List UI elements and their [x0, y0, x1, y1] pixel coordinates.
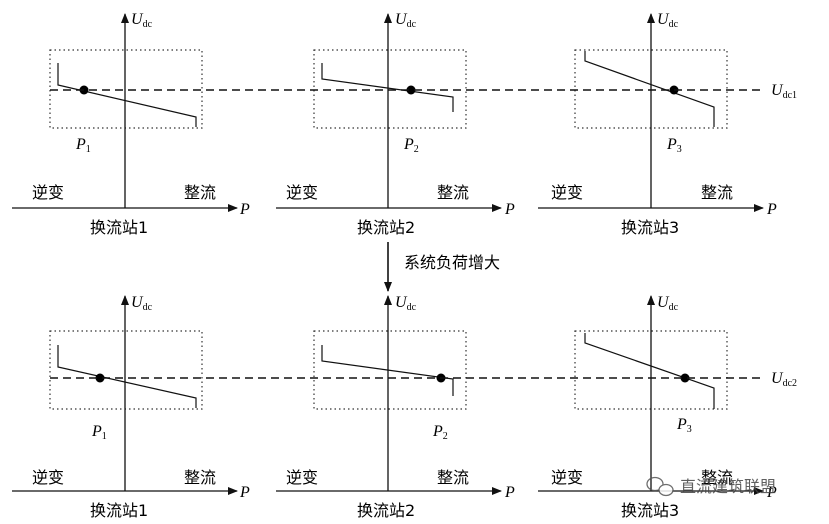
inverter-region-label: 逆变	[286, 468, 318, 487]
droop-characteristic-line	[321, 63, 454, 112]
bottom-station-3-panel: Udc P3 逆变 整流 P 换流站3	[538, 294, 777, 520]
droop-characteristic-line	[584, 333, 715, 409]
station-name: 换流站1	[90, 218, 148, 237]
x-axis-label: P	[766, 201, 777, 218]
y-axis-label: Udc	[131, 11, 153, 30]
x-axis-label: P	[239, 201, 250, 218]
operating-point	[95, 373, 105, 383]
x-axis-label: P	[504, 201, 515, 218]
operating-point-label: P2	[432, 423, 448, 442]
rectifier-region-label: 整流	[701, 468, 733, 487]
station-name: 换流站3	[621, 501, 679, 520]
bottom-station-2-panel: Udc P2 逆变 整流 P 换流站2	[276, 294, 515, 520]
top-station-3-panel: Udc P3 逆变 整流 P 换流站3	[538, 11, 777, 237]
rectifier-region-label: 整流	[184, 183, 216, 202]
transition-label: 系统负荷增大	[404, 253, 500, 272]
operating-point-label: P3	[666, 136, 682, 155]
inverter-region-label: 逆变	[286, 183, 318, 202]
inverter-region-label: 逆变	[32, 468, 64, 487]
y-axis-label: Udc	[657, 294, 679, 313]
droop-characteristic-line	[321, 345, 454, 396]
operating-point	[680, 373, 690, 383]
x-axis-label: P	[504, 484, 515, 501]
x-axis-label: P	[766, 484, 777, 501]
droop-characteristic-line	[57, 63, 197, 127]
rectifier-region-label: 整流	[437, 468, 469, 487]
operating-region-box	[49, 330, 203, 410]
bottom-dc-voltage-label: Udc2	[771, 370, 797, 389]
operating-point-label: P3	[676, 416, 692, 435]
droop-characteristic-line	[584, 51, 715, 127]
top-dc-voltage-label: Udc1	[771, 82, 797, 101]
y-axis-label: Udc	[131, 294, 153, 313]
operating-point-label: P1	[75, 136, 91, 155]
operating-region-box	[313, 330, 467, 410]
droop-characteristic-line	[57, 345, 197, 408]
operating-point-label: P2	[403, 136, 419, 155]
station-name: 换流站2	[357, 218, 415, 237]
station-name: 换流站1	[90, 501, 148, 520]
inverter-region-label: 逆变	[551, 468, 583, 487]
operating-region-box	[313, 49, 467, 129]
y-axis-label: Udc	[395, 294, 417, 313]
operating-region-box	[49, 49, 203, 129]
inverter-region-label: 逆变	[551, 183, 583, 202]
rectifier-region-label: 整流	[184, 468, 216, 487]
rectifier-region-label: 整流	[701, 183, 733, 202]
top-station-2-panel: Udc P2 逆变 整流 P 换流站2	[276, 11, 515, 237]
y-axis-label: Udc	[395, 11, 417, 30]
station-name: 换流站2	[357, 501, 415, 520]
bottom-station-1-panel: Udc P1 逆变 整流 P 换流站1	[12, 294, 250, 520]
station-name: 换流站3	[621, 218, 679, 237]
x-axis-label: P	[239, 484, 250, 501]
wechat-logo-icon	[646, 476, 674, 497]
operating-point	[406, 85, 416, 95]
watermark-text: 直流建筑联盟	[680, 477, 776, 496]
inverter-region-label: 逆变	[32, 183, 64, 202]
top-station-1-panel: Udc P1 逆变 整流 P 换流站1	[12, 11, 250, 237]
watermark: 直流建筑联盟	[646, 476, 776, 497]
operating-point-label: P1	[91, 423, 107, 442]
y-axis-label: Udc	[657, 11, 679, 30]
rectifier-region-label: 整流	[437, 183, 469, 202]
